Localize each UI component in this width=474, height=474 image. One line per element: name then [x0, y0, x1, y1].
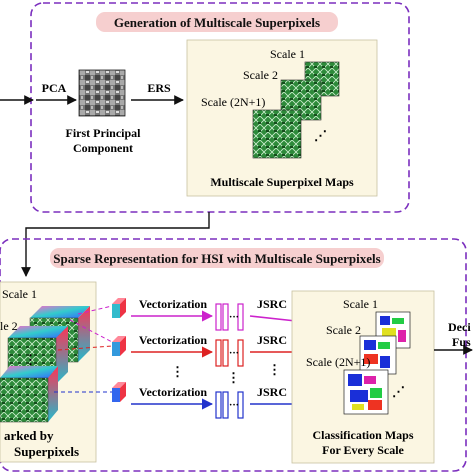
bottom-section-border	[0, 238, 467, 472]
jsrc-label-row-2: JSRC	[257, 333, 287, 347]
matrix-ellipsis-row-2: ···	[229, 348, 239, 359]
left-caption-line1: arked by	[4, 428, 54, 443]
class-maps-ellipsis: ⋰	[392, 384, 405, 399]
patch-link-3	[57, 345, 113, 351]
pca-label: PCA	[42, 81, 67, 95]
jsrc-column-ellipsis: ⋮	[268, 362, 281, 377]
vector-matrix-row-3	[215, 391, 244, 419]
scale-2-label: Scale 2	[243, 68, 278, 82]
matrix-ellipsis-row-1: ···	[229, 312, 239, 323]
matrix-ellipsis-row-3: ···	[229, 400, 239, 411]
vectorization-column-ellipsis: ⋮	[171, 364, 184, 379]
classification-map-scale-2n1	[343, 369, 389, 415]
left-scale-2-label: le 2	[0, 319, 18, 333]
left-scale-1-label: Scale 1	[2, 287, 37, 301]
class-scale-1-label: Scale 1	[343, 297, 378, 311]
superpixel-map-scale-1	[304, 61, 340, 97]
patch-cube-row-1	[112, 298, 126, 318]
ers-label: ERS	[147, 81, 171, 95]
class-caption-line1: Classification Maps	[312, 428, 413, 442]
vectorization-label-row-2: Vectorization	[139, 333, 208, 347]
left-caption-line2: Superpixels	[14, 444, 79, 459]
top-to-bottom-connector	[21, 212, 210, 277]
vectorization-label-row-1: Vectorization	[139, 297, 208, 311]
maps-caption: Multiscale Superpixel Maps	[210, 175, 354, 189]
scale-1-label: Scale 1	[270, 47, 305, 61]
first-pc-label-line1: First Principal	[66, 126, 142, 140]
patch-link-2	[69, 319, 113, 343]
maps-ellipsis: ⋰	[314, 128, 327, 143]
decision-fusion-line1: Deci	[448, 320, 471, 334]
hsi-cube-scale-2n1	[0, 366, 58, 423]
vectorization-label-row-3: Vectorization	[139, 385, 208, 399]
top-section-border	[30, 2, 410, 213]
scale-2n1-label: Scale (2N+1)	[201, 95, 265, 109]
jsrc-label-row-1: JSRC	[257, 297, 287, 311]
superpixel-map-scale-2n1	[252, 109, 302, 159]
left-ellipsis: ⋮	[24, 352, 37, 367]
first-pc-label-line2: Component	[73, 141, 133, 155]
vector-matrix-row-1	[215, 303, 244, 331]
first-principal-component-image	[78, 69, 126, 117]
top-section-title: Generation of Multiscale Superpixels	[114, 15, 320, 30]
classification-map-scale-2	[359, 335, 397, 375]
patch-link-1	[77, 305, 113, 315]
decision-fusion-line2: Fus	[452, 335, 471, 349]
patch-cube-row-2	[112, 336, 126, 356]
vector-matrix-row-2	[215, 339, 244, 367]
class-scale-2-label: Scale 2	[326, 323, 361, 337]
patch-cube-row-3	[112, 382, 126, 402]
bottom-section-title: Sparse Representation for HSI with Multi…	[53, 251, 380, 266]
class-scale-2n1-label: Scale (2N+1)	[306, 355, 370, 369]
bottom-section-title-box	[50, 248, 384, 268]
top-section-title-box	[96, 12, 338, 32]
matrix-column-ellipsis: ⋮	[227, 370, 240, 385]
class-caption-line2: For Every Scale	[322, 443, 404, 457]
jsrc-label-row-3: JSRC	[257, 385, 287, 399]
